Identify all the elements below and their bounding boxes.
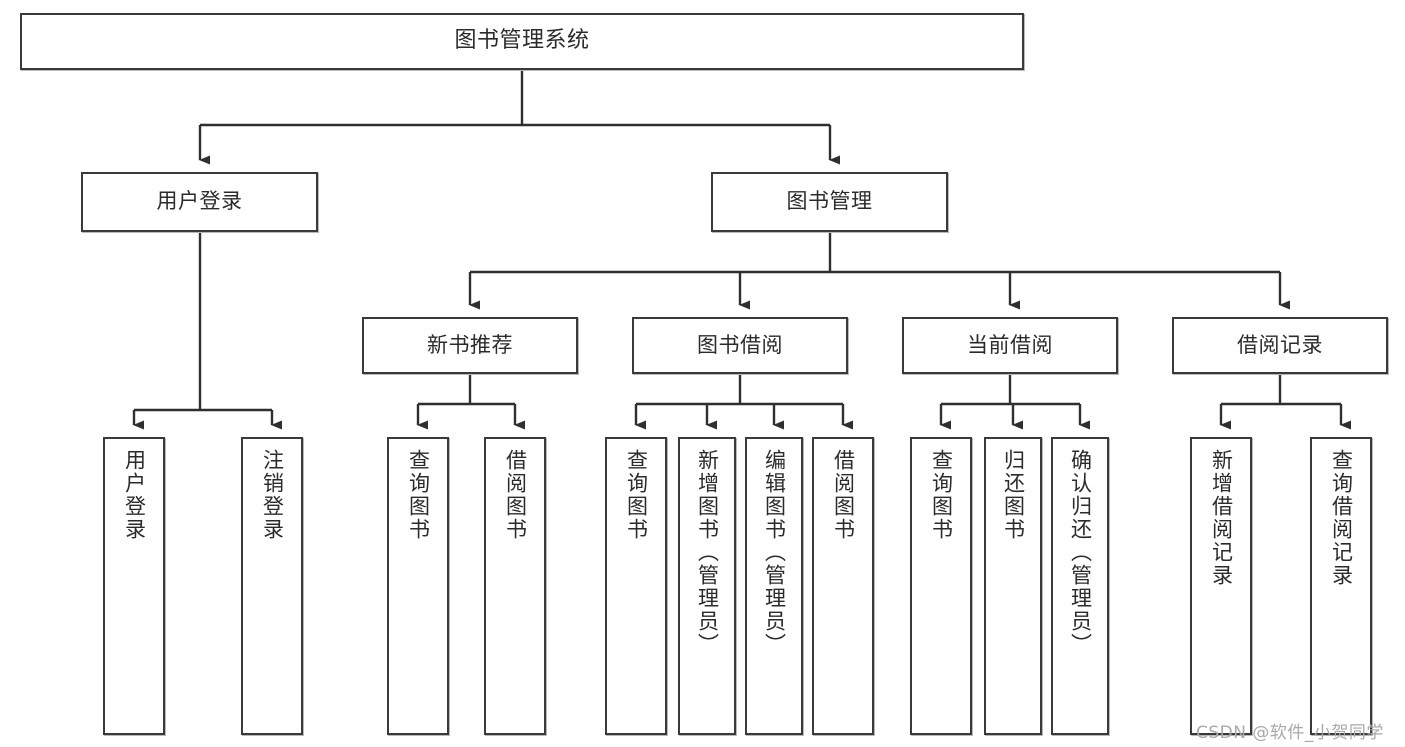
node-leaf-query-record-label: 查询借阅记录 xyxy=(1329,449,1354,587)
node-leaf-borrow-book-2[interactable]: 借阅图书 xyxy=(812,437,874,735)
node-book-borrow-label: 图书借阅 xyxy=(697,332,783,357)
node-book-manage[interactable]: 图书管理 xyxy=(711,172,948,232)
node-leaf-borrow-book-2-label: 借阅图书 xyxy=(831,449,856,541)
node-leaf-add-book-label: 新增图书（管理员） xyxy=(695,449,720,656)
node-root[interactable]: 图书管理系统 xyxy=(20,13,1024,70)
node-leaf-query-book-1-label: 查询图书 xyxy=(406,449,431,541)
node-leaf-borrow-book-1[interactable]: 借阅图书 xyxy=(484,437,546,735)
node-leaf-query-book-2[interactable]: 查询图书 xyxy=(605,437,667,735)
node-book-manage-label: 图书管理 xyxy=(786,189,873,214)
node-leaf-confirm-return[interactable]: 确认归还（管理员） xyxy=(1051,437,1109,735)
node-leaf-add-record[interactable]: 新增借阅记录 xyxy=(1190,437,1252,735)
node-current-borrow-label: 当前借阅 xyxy=(967,332,1053,357)
node-leaf-query-book-1[interactable]: 查询图书 xyxy=(387,437,449,735)
node-leaf-edit-book-label: 编辑图书（管理员） xyxy=(762,449,787,656)
node-leaf-user-logout[interactable]: 注销登录 xyxy=(241,437,303,735)
node-leaf-query-book-3[interactable]: 查询图书 xyxy=(910,437,972,735)
node-leaf-borrow-book-1-label: 借阅图书 xyxy=(503,449,528,541)
node-leaf-confirm-return-label: 确认归还（管理员） xyxy=(1068,449,1093,656)
node-leaf-user-logout-label: 注销登录 xyxy=(260,449,285,541)
node-book-borrow[interactable]: 图书借阅 xyxy=(632,317,848,374)
node-leaf-add-record-label: 新增借阅记录 xyxy=(1209,449,1234,587)
node-borrow-record-label: 借阅记录 xyxy=(1237,332,1323,357)
node-user-login-label: 用户登录 xyxy=(156,189,243,214)
node-leaf-query-book-2-label: 查询图书 xyxy=(624,449,649,541)
node-root-label: 图书管理系统 xyxy=(454,28,590,54)
node-user-login[interactable]: 用户登录 xyxy=(81,172,318,232)
csdn-watermark: CSDN @软件_小贺同学 xyxy=(1196,723,1384,743)
node-leaf-user-login[interactable]: 用户登录 xyxy=(103,437,165,735)
node-leaf-add-book[interactable]: 新增图书（管理员） xyxy=(678,437,736,735)
node-leaf-query-book-3-label: 查询图书 xyxy=(929,449,954,541)
node-leaf-return-book[interactable]: 归还图书 xyxy=(984,437,1042,735)
node-new-book-rec-label: 新书推荐 xyxy=(427,332,513,357)
node-leaf-edit-book[interactable]: 编辑图书（管理员） xyxy=(745,437,803,735)
node-current-borrow[interactable]: 当前借阅 xyxy=(902,317,1118,374)
node-leaf-query-record[interactable]: 查询借阅记录 xyxy=(1310,437,1372,735)
node-new-book-rec[interactable]: 新书推荐 xyxy=(362,317,578,374)
node-leaf-user-login-label: 用户登录 xyxy=(122,449,147,541)
node-leaf-return-book-label: 归还图书 xyxy=(1001,449,1026,541)
node-borrow-record[interactable]: 借阅记录 xyxy=(1172,317,1388,374)
